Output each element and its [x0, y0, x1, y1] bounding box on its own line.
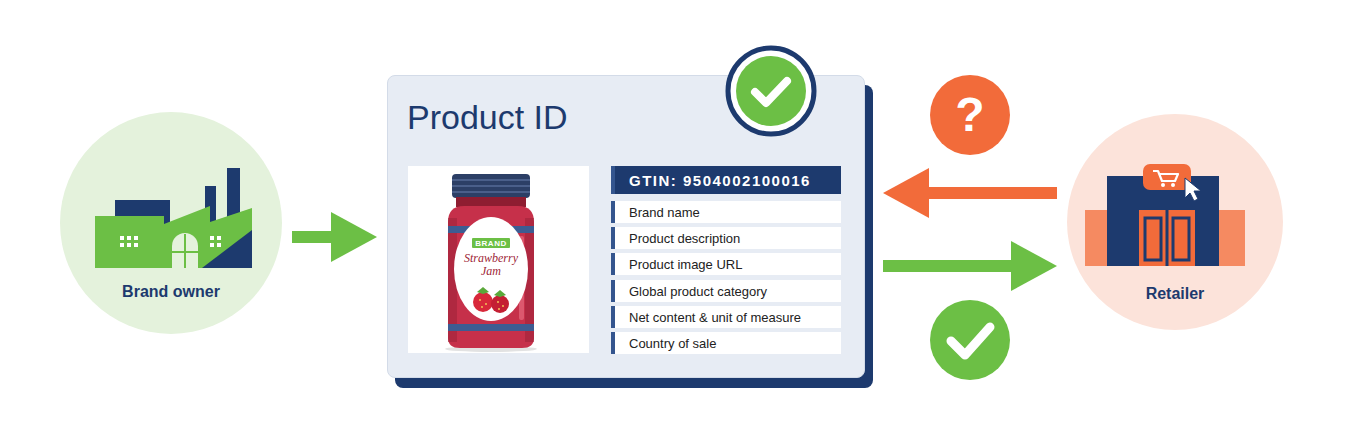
- attribute-label: Product description: [629, 231, 740, 246]
- node-label: Brand owner: [122, 282, 220, 302]
- attribute-label: Global product category: [629, 284, 767, 299]
- attribute-label: Product image URL: [629, 257, 742, 272]
- question-mark: ?: [955, 88, 984, 142]
- attribute-row: Global product category: [611, 280, 841, 302]
- check-circle: [930, 300, 1010, 380]
- card-title: Product ID: [407, 98, 864, 136]
- jar-label-text: Strawberry Jam: [459, 252, 523, 278]
- brand-owner-circle: Brand owner: [60, 112, 282, 334]
- verified-badge: [724, 44, 818, 138]
- attribute-label: Net content & unit of measure: [629, 310, 801, 325]
- question-mark-holder: ?: [940, 88, 1000, 142]
- check-mark: [951, 327, 990, 355]
- question-circle: [930, 75, 1010, 155]
- attribute-row: Country of sale: [611, 332, 841, 354]
- attribute-row: Brand name: [611, 201, 841, 223]
- brand-badge-text: BRAND: [475, 239, 506, 248]
- node-label: Retailer: [1146, 284, 1205, 304]
- attribute-row: Product description: [611, 227, 841, 249]
- attribute-label: Brand name: [629, 205, 700, 220]
- attribute-row: Net content & unit of measure: [611, 306, 841, 328]
- flow-arrow: [883, 241, 1057, 291]
- retailer-circle: Retailer: [1067, 114, 1283, 330]
- brand-badge-text-holder: BRAND: [472, 238, 510, 248]
- gtin-header: GTIN: 9504002100016: [611, 166, 841, 194]
- attribute-row: Product image URL: [611, 253, 841, 275]
- flow-arrow: [292, 212, 377, 262]
- jar-label-text-holder: Strawberry Jam: [459, 251, 523, 279]
- gtin-code: GTIN: 9504002100016: [629, 172, 811, 189]
- product-id-card: Product ID GTIN: 9504002100016Brand nameP…: [387, 75, 865, 378]
- flow-arrow: [883, 168, 1057, 218]
- factory-icon: [60, 112, 282, 334]
- attribute-label: Country of sale: [629, 336, 716, 351]
